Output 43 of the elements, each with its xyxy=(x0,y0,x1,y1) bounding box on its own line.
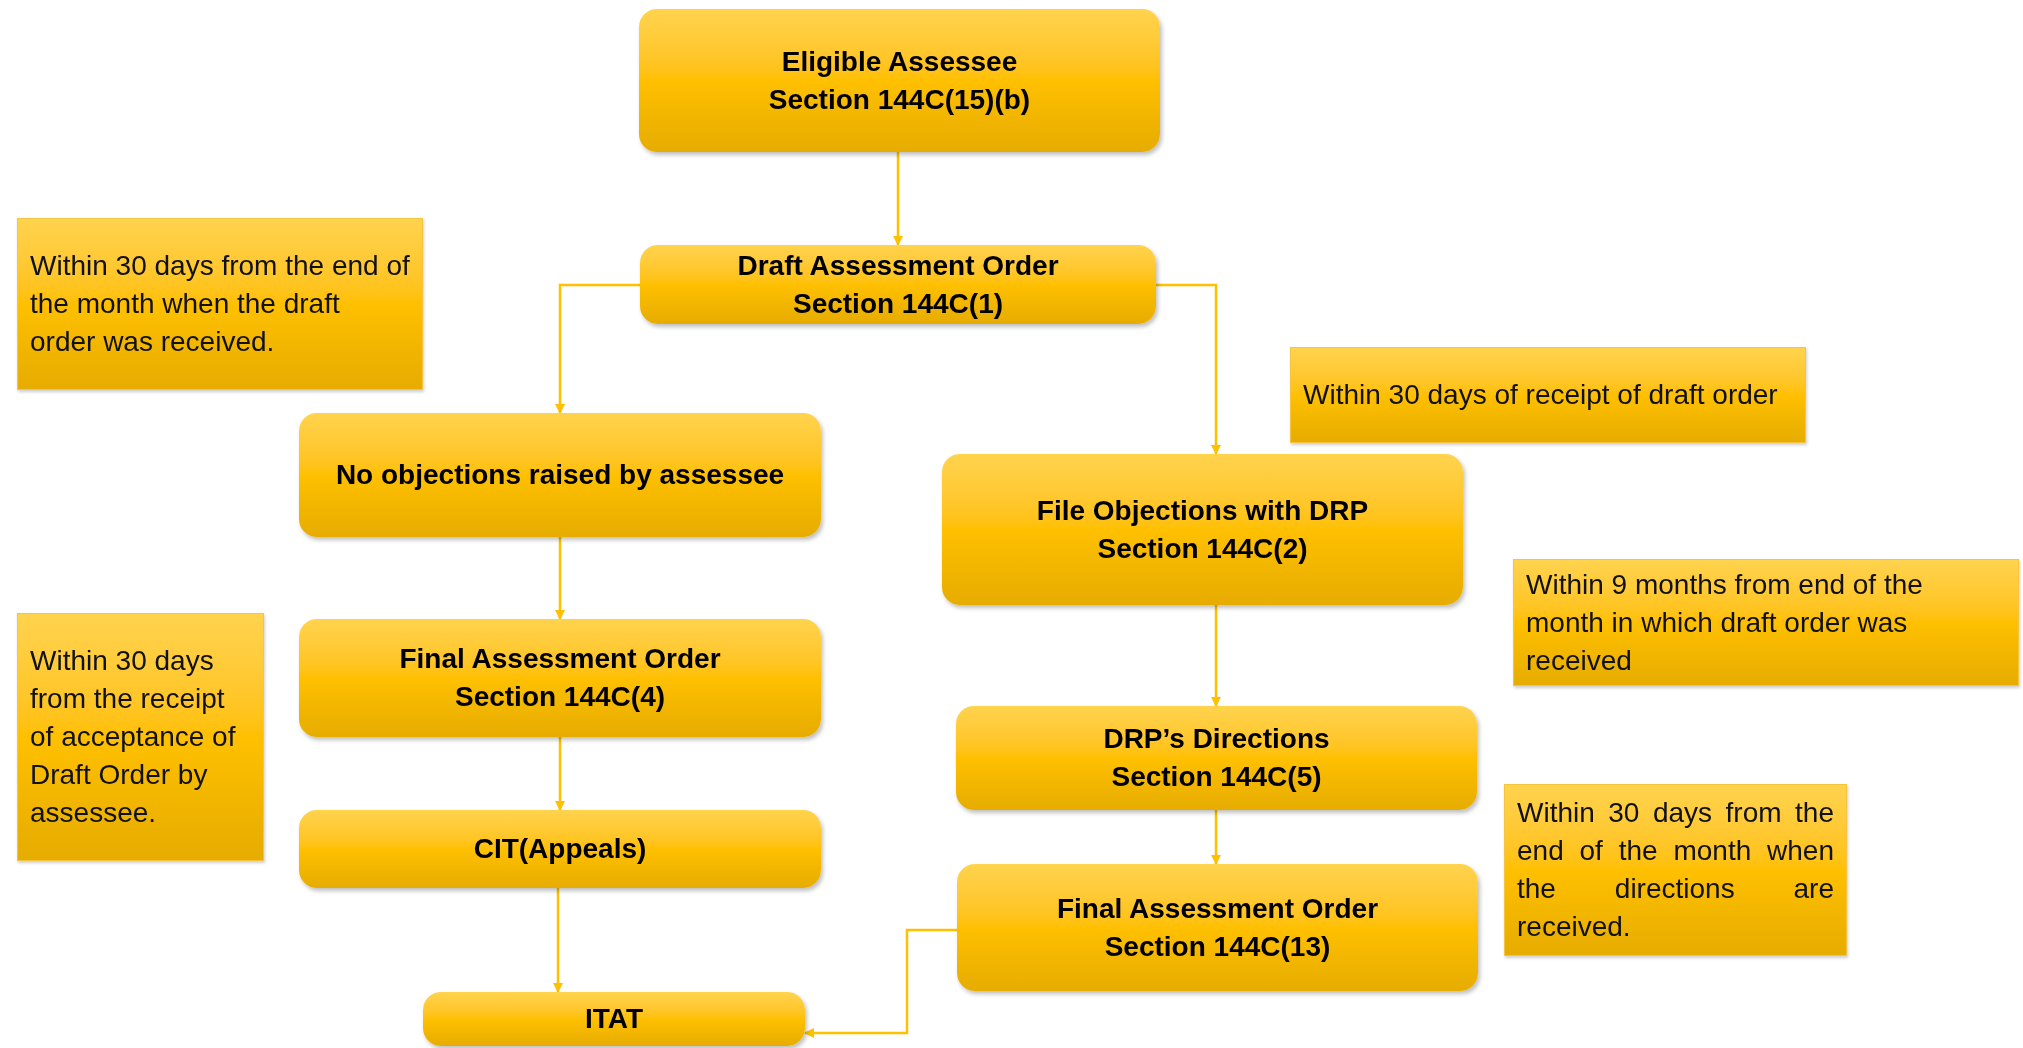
box-label: Section 144C(5) xyxy=(1111,760,1322,794)
arrow xyxy=(555,537,565,620)
arrow xyxy=(553,888,563,993)
process-box xyxy=(639,9,1160,152)
box-label: Eligible Assessee xyxy=(781,44,1018,79)
arrow xyxy=(1211,810,1221,865)
box-label: Draft Assessment Order xyxy=(737,248,1059,283)
arrow xyxy=(804,928,957,1038)
process-box xyxy=(640,245,1156,324)
box-label: DRP’s Directions xyxy=(1103,722,1330,756)
note-box xyxy=(17,613,264,861)
process-box xyxy=(956,706,1477,810)
process-box xyxy=(423,992,805,1046)
note-text: Within 30 days from the receipt of acceptance of Draft Order by assessee. xyxy=(30,644,237,830)
note-box xyxy=(1513,559,2019,686)
note-text: Within 30 days of receipt of draft order xyxy=(1303,378,1779,412)
note-box xyxy=(17,218,423,390)
process-box xyxy=(942,454,1463,605)
box-label: No objections raised by assessee xyxy=(335,458,785,492)
process-box xyxy=(299,413,821,537)
box-label: Section 144C(13) xyxy=(1104,929,1331,964)
box-label: ITAT xyxy=(584,1002,644,1036)
process-box xyxy=(299,619,821,737)
arrow xyxy=(893,152,903,246)
box-label: Final Assessment Order xyxy=(1056,891,1379,926)
arrow xyxy=(1211,605,1221,707)
note-box xyxy=(1504,784,1847,956)
process-box xyxy=(299,810,821,888)
box-label: CIT(Appeals) xyxy=(473,832,647,866)
process-box xyxy=(957,864,1478,991)
note-text: Within 30 days from the end of the month when the directions are received. xyxy=(1517,796,1834,944)
box-label: File Objections with DRP xyxy=(1036,493,1369,528)
box-label: Section 144C(1) xyxy=(792,286,1004,321)
arrow xyxy=(555,283,640,414)
note-box xyxy=(1290,347,1806,443)
box-label: Final Assessment Order xyxy=(399,642,721,676)
box-label: Section 144C(4) xyxy=(454,680,666,714)
note-text: Within 30 days from the end of the month when the draft order was received. xyxy=(30,249,410,359)
box-label: Section 144C(2) xyxy=(1097,531,1308,566)
box-label: Section 144C(15)(b) xyxy=(768,82,1031,117)
arrow xyxy=(1156,283,1221,455)
arrow xyxy=(555,737,565,811)
note-text: Within 9 months from end of the month in which draft order was received xyxy=(1526,567,1924,678)
